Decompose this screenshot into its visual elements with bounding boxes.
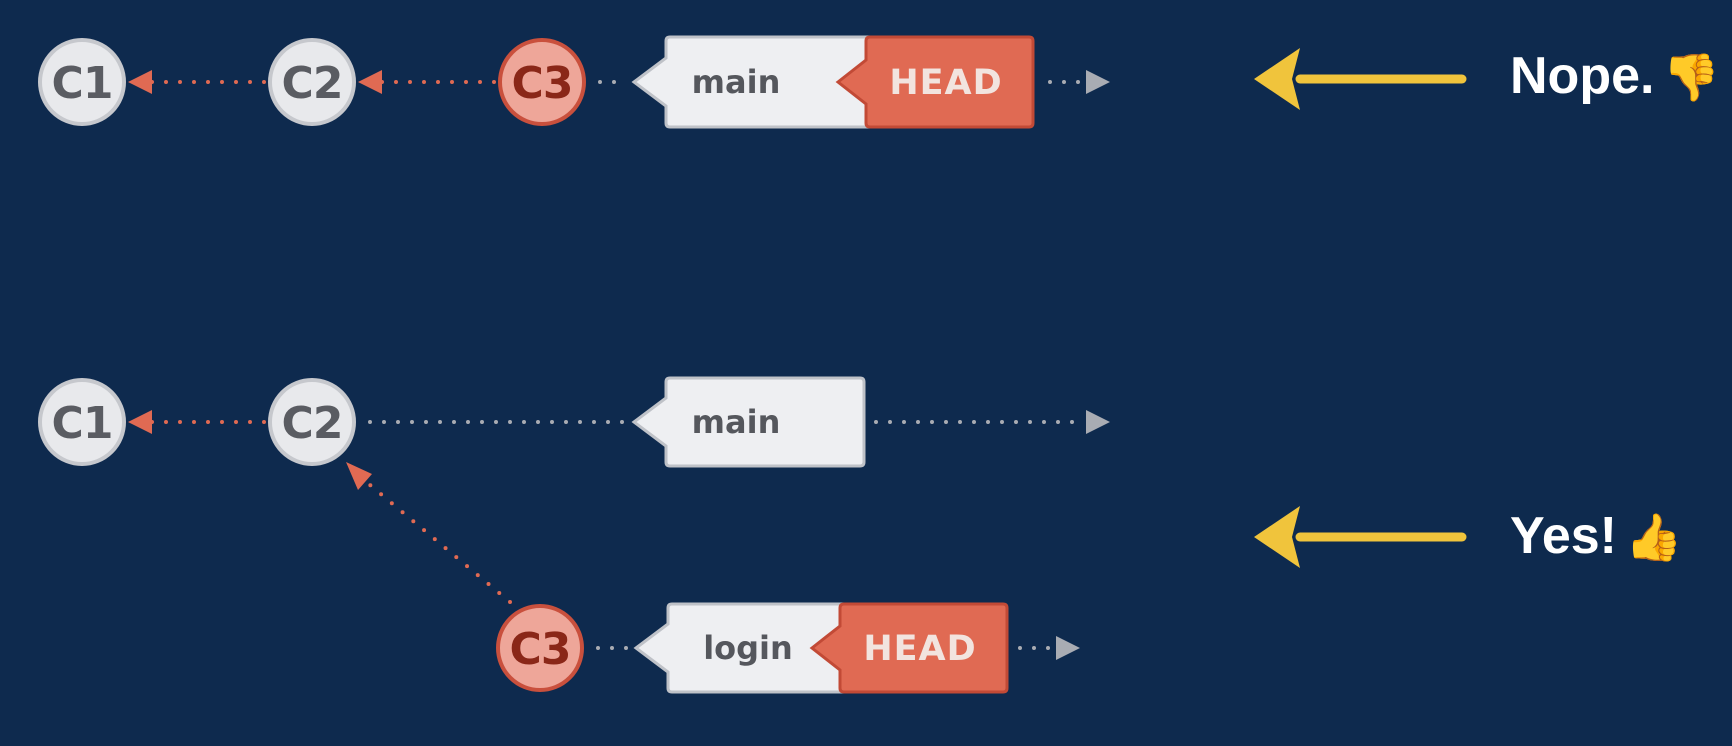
bottom-login-future-arrowhead: [1056, 636, 1080, 660]
bottom-head-label: HEAD: [809, 602, 1009, 694]
branch-name: main: [692, 403, 781, 441]
commit-label: C3: [510, 624, 571, 675]
commit-label: C1: [52, 58, 113, 109]
bottom-commit-c2: C2: [268, 378, 356, 466]
top-pointer-arrow: [1254, 48, 1467, 110]
bottom-commit-c3: C3: [496, 604, 584, 692]
thumbs-down-icon: 👎: [1662, 51, 1720, 103]
head-text: HEAD: [889, 63, 1002, 103]
bottom-link-c3-c2-arrowhead: [346, 462, 372, 490]
commit-label: C1: [52, 398, 113, 449]
branch-name: main: [692, 63, 781, 101]
top-commit-c1: C1: [38, 38, 126, 126]
bottom-main-future-arrowhead: [1086, 410, 1110, 434]
bottom-branch-label-login: login: [633, 602, 862, 694]
head-text: HEAD: [863, 629, 976, 669]
caption-text: Nope.: [1510, 47, 1655, 105]
top-caption: Nope.👎: [1510, 46, 1720, 106]
commit-label: C2: [282, 398, 343, 449]
branch-name: login: [703, 629, 793, 667]
top-head-label: HEAD: [835, 35, 1035, 129]
top-future-arrowhead: [1086, 70, 1110, 94]
commit-label: C2: [282, 58, 343, 109]
thumbs-up-icon: 👍: [1624, 511, 1683, 563]
commit-label: C3: [512, 58, 573, 109]
bottom-link-c3-c2: [362, 478, 512, 604]
bottom-branch-label-main: main: [631, 376, 866, 468]
top-diagram: C1 C2 C3 main HEAD: [38, 35, 1467, 129]
bottom-caption: Yes!👍: [1510, 506, 1682, 566]
top-commit-c3: C3: [498, 38, 586, 126]
top-commit-c2: C2: [268, 38, 356, 126]
bottom-pointer-arrow: [1254, 506, 1467, 568]
caption-text: Yes!: [1510, 507, 1617, 565]
bottom-diagram: C1 C2 C3 main login HEAD: [38, 376, 1467, 694]
bottom-link-c2-c1-arrowhead: [128, 410, 152, 434]
bottom-commit-c1: C1: [38, 378, 126, 466]
top-link-c2-c1-arrowhead: [128, 70, 152, 94]
top-link-c3-c2-arrowhead: [358, 70, 382, 94]
